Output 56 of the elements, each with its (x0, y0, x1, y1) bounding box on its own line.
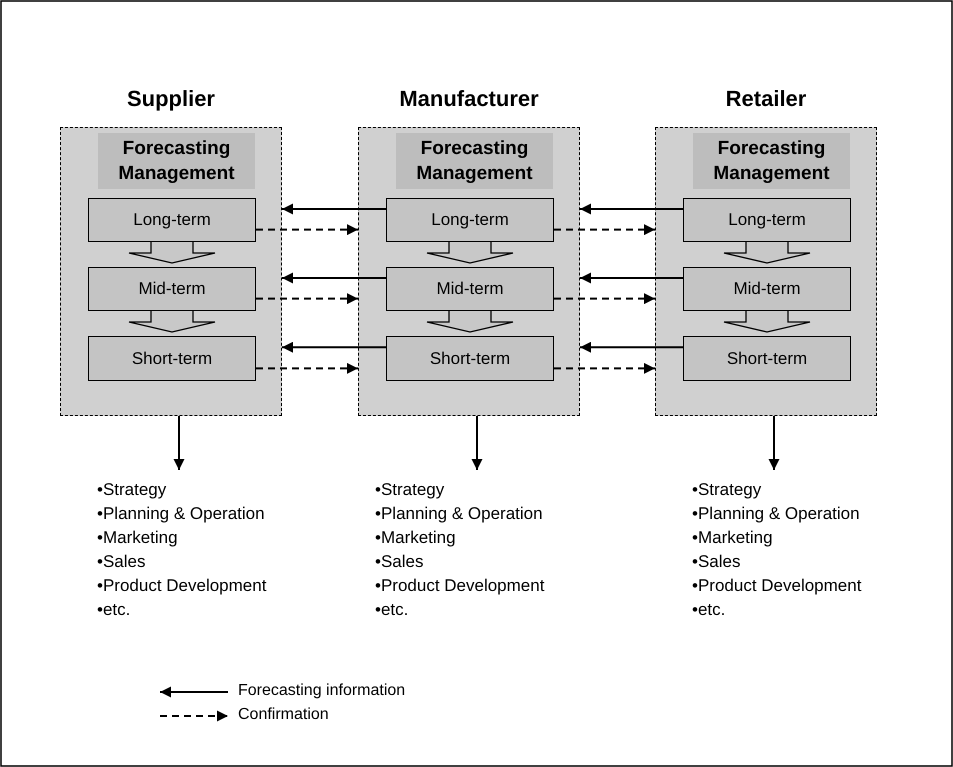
arrow (256, 362, 358, 374)
list-item: •etc. (97, 599, 130, 621)
list-item: •Marketing (692, 527, 773, 549)
arrow (554, 362, 655, 374)
process-box: Long-term (683, 198, 851, 242)
block-arrow (426, 241, 514, 264)
arrow (174, 416, 184, 470)
process-box: Mid-term (683, 267, 851, 311)
block-arrow (723, 310, 811, 333)
list-item: •Sales (375, 551, 424, 573)
arrow (580, 342, 683, 353)
list-item: •Marketing (97, 527, 178, 549)
arrow (580, 204, 683, 214)
process-box: Short-term (386, 336, 554, 381)
list-item: •Strategy (375, 479, 444, 501)
column-heading: Supplier (126, 86, 216, 112)
process-box: Mid-term (88, 267, 256, 311)
list-item: •Strategy (97, 479, 166, 501)
list-item: •Planning & Operation (375, 503, 543, 525)
arrow (256, 224, 358, 236)
arrow (282, 204, 386, 214)
list-item: •Product Development (375, 575, 544, 597)
block-arrow (128, 310, 216, 333)
arrow (768, 416, 780, 470)
heading-box: Forecasting Management (98, 133, 255, 189)
arrow (580, 272, 683, 284)
process-box: Long-term (88, 198, 256, 242)
process-box: Short-term (88, 336, 256, 381)
list-item: •etc. (692, 599, 726, 621)
column-heading: Manufacturer (398, 86, 540, 112)
list-item: •Planning & Operation (692, 503, 860, 525)
block-arrow (426, 310, 514, 333)
heading-box: Forecasting Management (396, 133, 553, 189)
arrow (554, 224, 655, 236)
arrow (554, 293, 655, 304)
list-item: •Sales (692, 551, 740, 573)
arrow (282, 342, 386, 353)
legend-label: Forecasting information (238, 682, 406, 700)
list-item: •Marketing (375, 527, 456, 549)
list-item: •Planning & Operation (97, 503, 265, 525)
process-box: Long-term (386, 198, 554, 242)
list-item: •etc. (375, 599, 408, 621)
block-arrow (723, 241, 811, 264)
list-item: •Sales (97, 551, 146, 573)
block-arrow (128, 241, 216, 264)
list-item: •Product Development (692, 575, 862, 597)
list-item: •Product Development (97, 575, 266, 597)
process-box: Short-term (683, 336, 851, 381)
column-heading: Retailer (724, 86, 808, 112)
arrow (282, 272, 386, 284)
heading-box: Forecasting Management (693, 133, 850, 189)
arrow (472, 416, 482, 470)
legend-label: Confirmation (238, 706, 329, 724)
list-item: •Strategy (692, 479, 762, 501)
arrow (256, 293, 358, 304)
process-box: Mid-term (386, 267, 554, 311)
